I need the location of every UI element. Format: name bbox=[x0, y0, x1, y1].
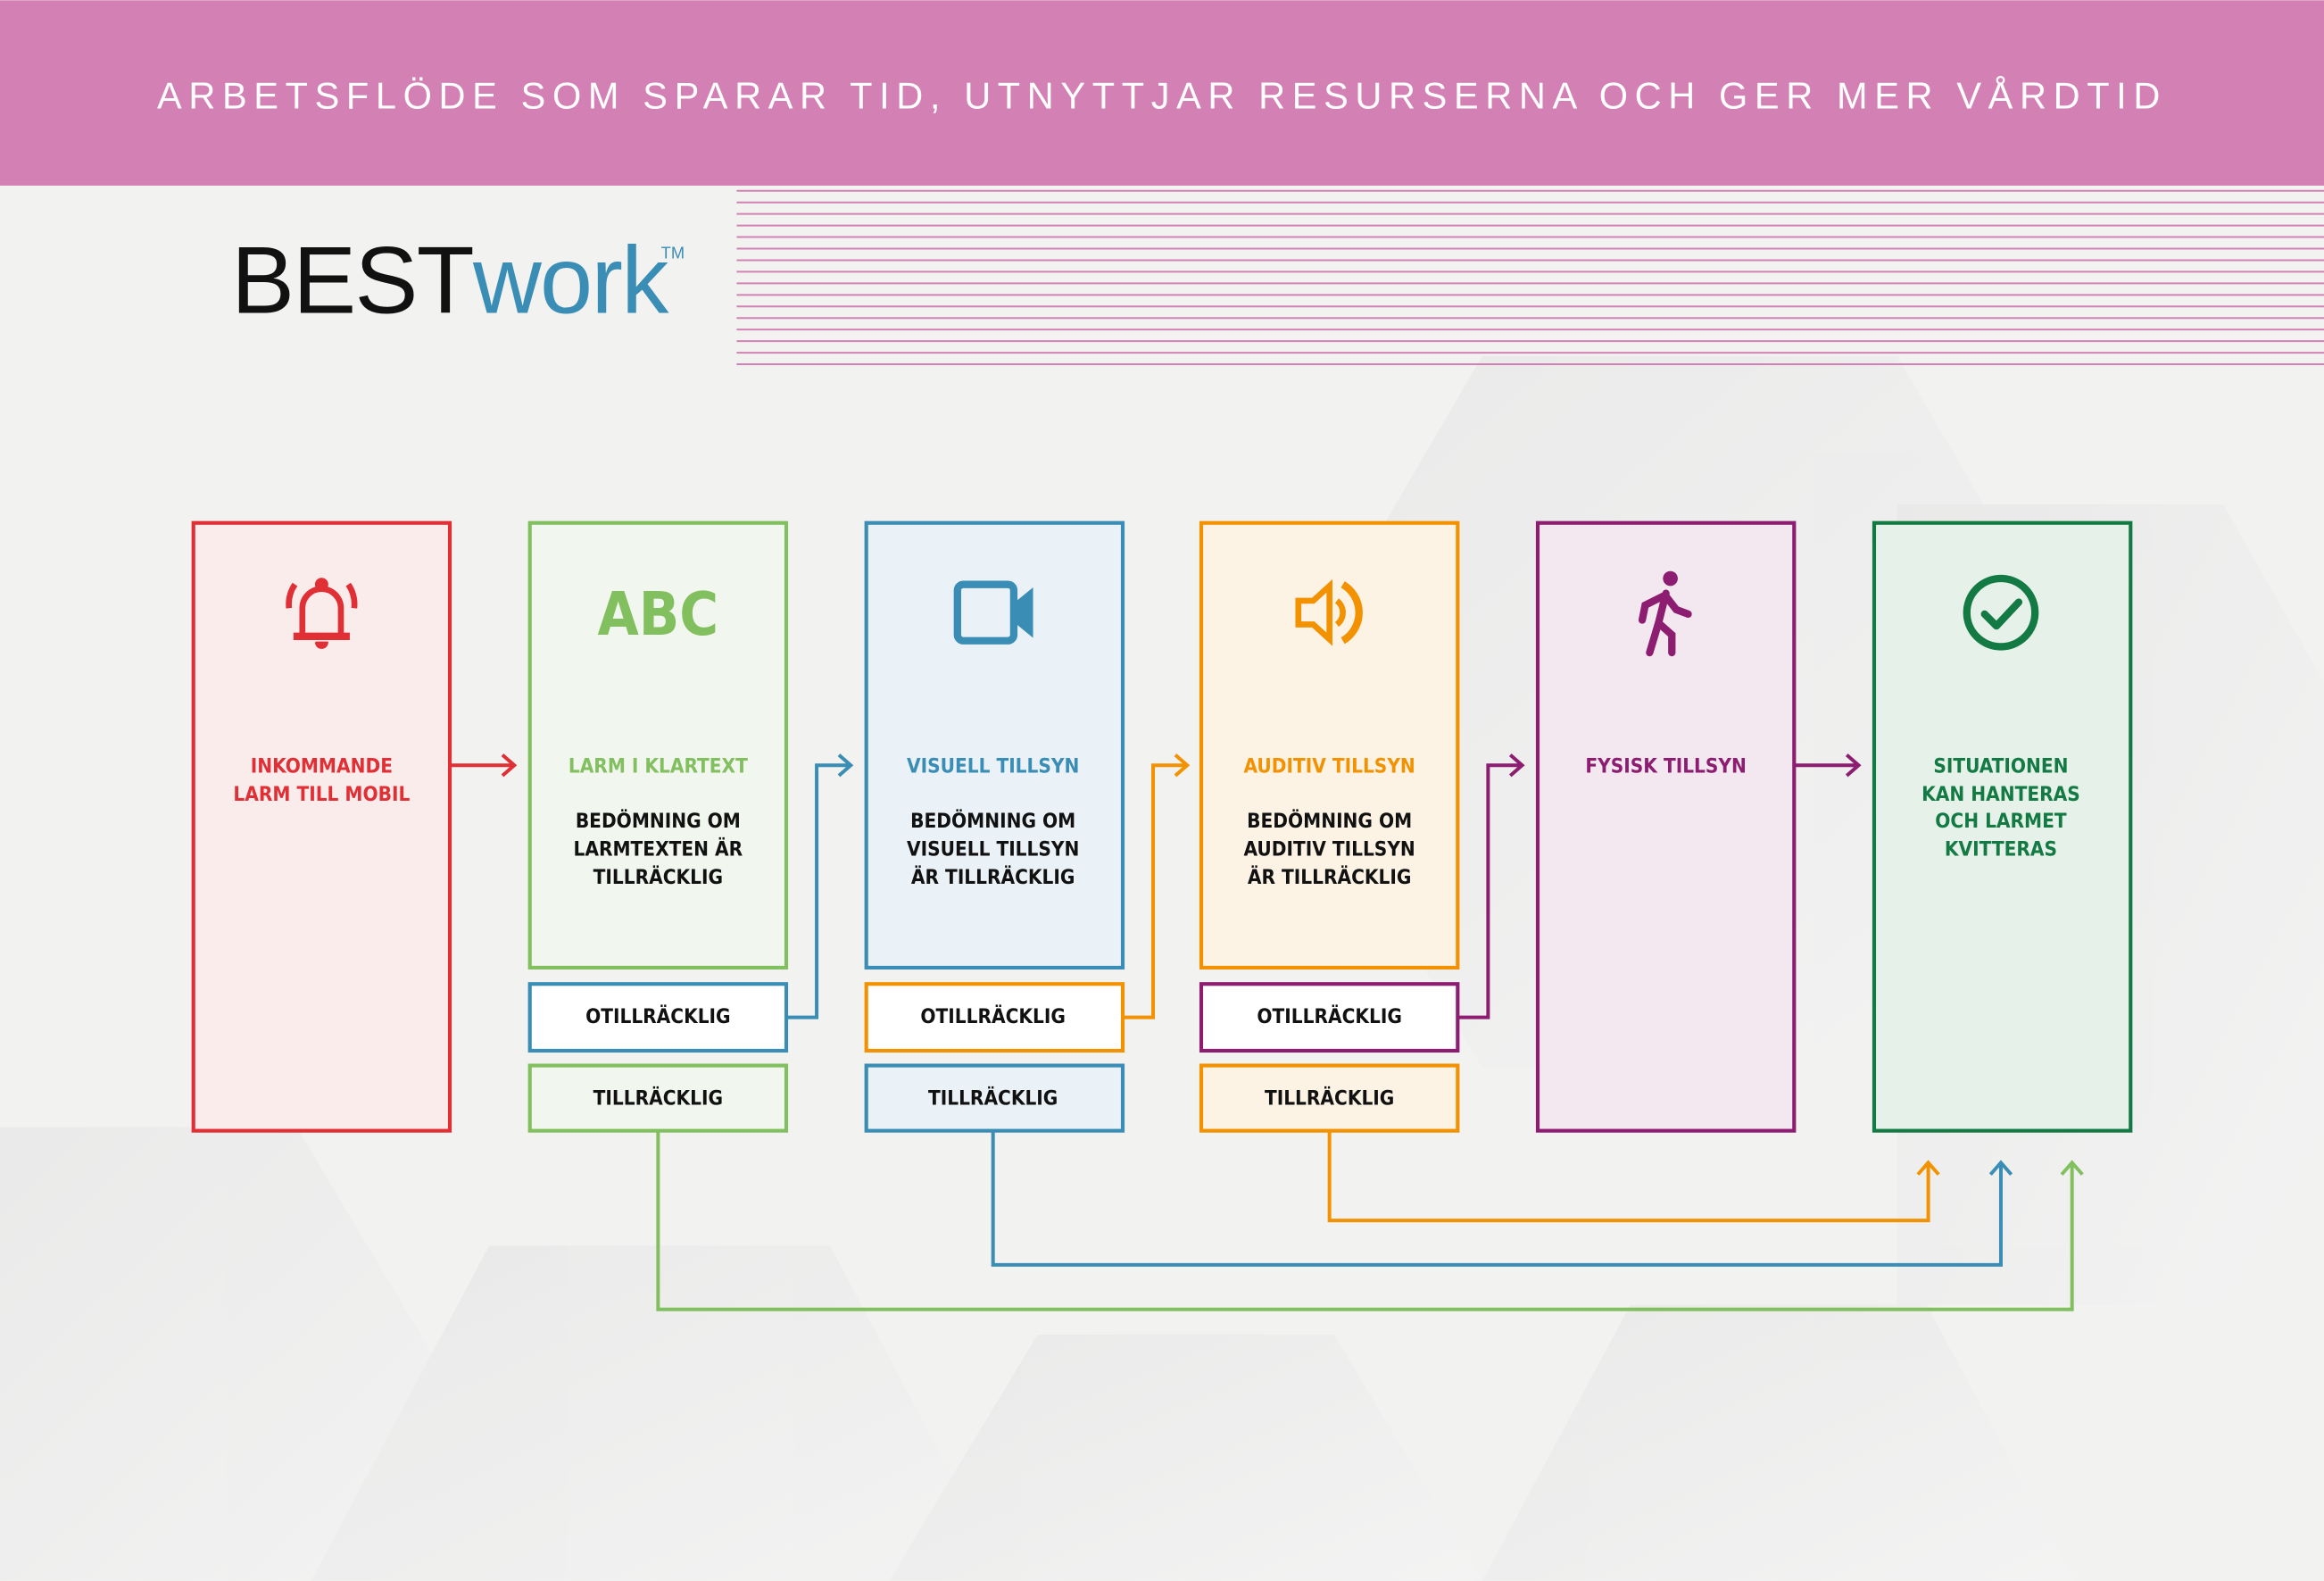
svg-text:TILLRÄCKLIG: TILLRÄCKLIG bbox=[593, 1086, 723, 1111]
header-bar bbox=[0, 0, 2324, 186]
bestwork-logo: BESTwork TM bbox=[231, 228, 685, 334]
sufficient-box bbox=[527, 1063, 789, 1133]
arrow-orange-return bbox=[1327, 1131, 1940, 1223]
sufficient-box bbox=[864, 1063, 1125, 1133]
sufficient-box bbox=[1199, 1063, 1460, 1133]
arrow-red bbox=[449, 753, 518, 778]
insufficient-box bbox=[527, 982, 789, 1053]
svg-text:BESTwork: BESTwork bbox=[231, 228, 669, 334]
speaker-icon bbox=[1295, 578, 1363, 646]
svg-text:OTILLRÄCKLIG: OTILLRÄCKLIG bbox=[920, 1003, 1066, 1028]
video-camera-icon bbox=[953, 580, 1033, 645]
insufficient-box bbox=[864, 982, 1125, 1053]
arrow-purple bbox=[1457, 753, 1525, 1019]
svg-text:AUDITIV TILLSYN: AUDITIV TILLSYN bbox=[1244, 755, 1415, 778]
svg-text:OTILLRÄCKLIG: OTILLRÄCKLIG bbox=[1257, 1003, 1402, 1028]
header-title: ARBETSFLÖDE SOM SPARAR TID, UTNYTTJAR RE… bbox=[157, 75, 2167, 117]
decorative-stripes bbox=[736, 189, 2324, 366]
svg-text:VISUELL TILLSYN: VISUELL TILLSYN bbox=[907, 755, 1079, 778]
abc-text-icon: ABC bbox=[598, 579, 719, 649]
check-circle-icon bbox=[1963, 574, 2039, 651]
connectors bbox=[449, 753, 2084, 1311]
arrow-orange bbox=[1122, 753, 1191, 1019]
arrow-green-return bbox=[656, 1131, 2084, 1311]
arrow-blue bbox=[785, 753, 854, 1019]
svg-text:TILLRÄCKLIG: TILLRÄCKLIG bbox=[1265, 1086, 1394, 1111]
arrow-purple-2 bbox=[1793, 753, 1862, 778]
step-physical: FYSISK TILLSYN bbox=[1535, 520, 1797, 1133]
svg-text:OTILLRÄCKLIG: OTILLRÄCKLIG bbox=[585, 1003, 731, 1028]
insufficient-box bbox=[1199, 982, 1460, 1053]
svg-text:FYSISK TILLSYN: FYSISK TILLSYN bbox=[1585, 755, 1746, 778]
bell-alarm-icon bbox=[286, 578, 358, 649]
svg-text:TILLRÄCKLIG: TILLRÄCKLIG bbox=[928, 1086, 1058, 1111]
svg-text:TM: TM bbox=[661, 243, 685, 262]
walking-person-icon bbox=[1638, 570, 1692, 657]
svg-text:LARM I KLARTEXT: LARM I KLARTEXT bbox=[569, 755, 748, 778]
arrow-blue-return bbox=[991, 1131, 2013, 1267]
